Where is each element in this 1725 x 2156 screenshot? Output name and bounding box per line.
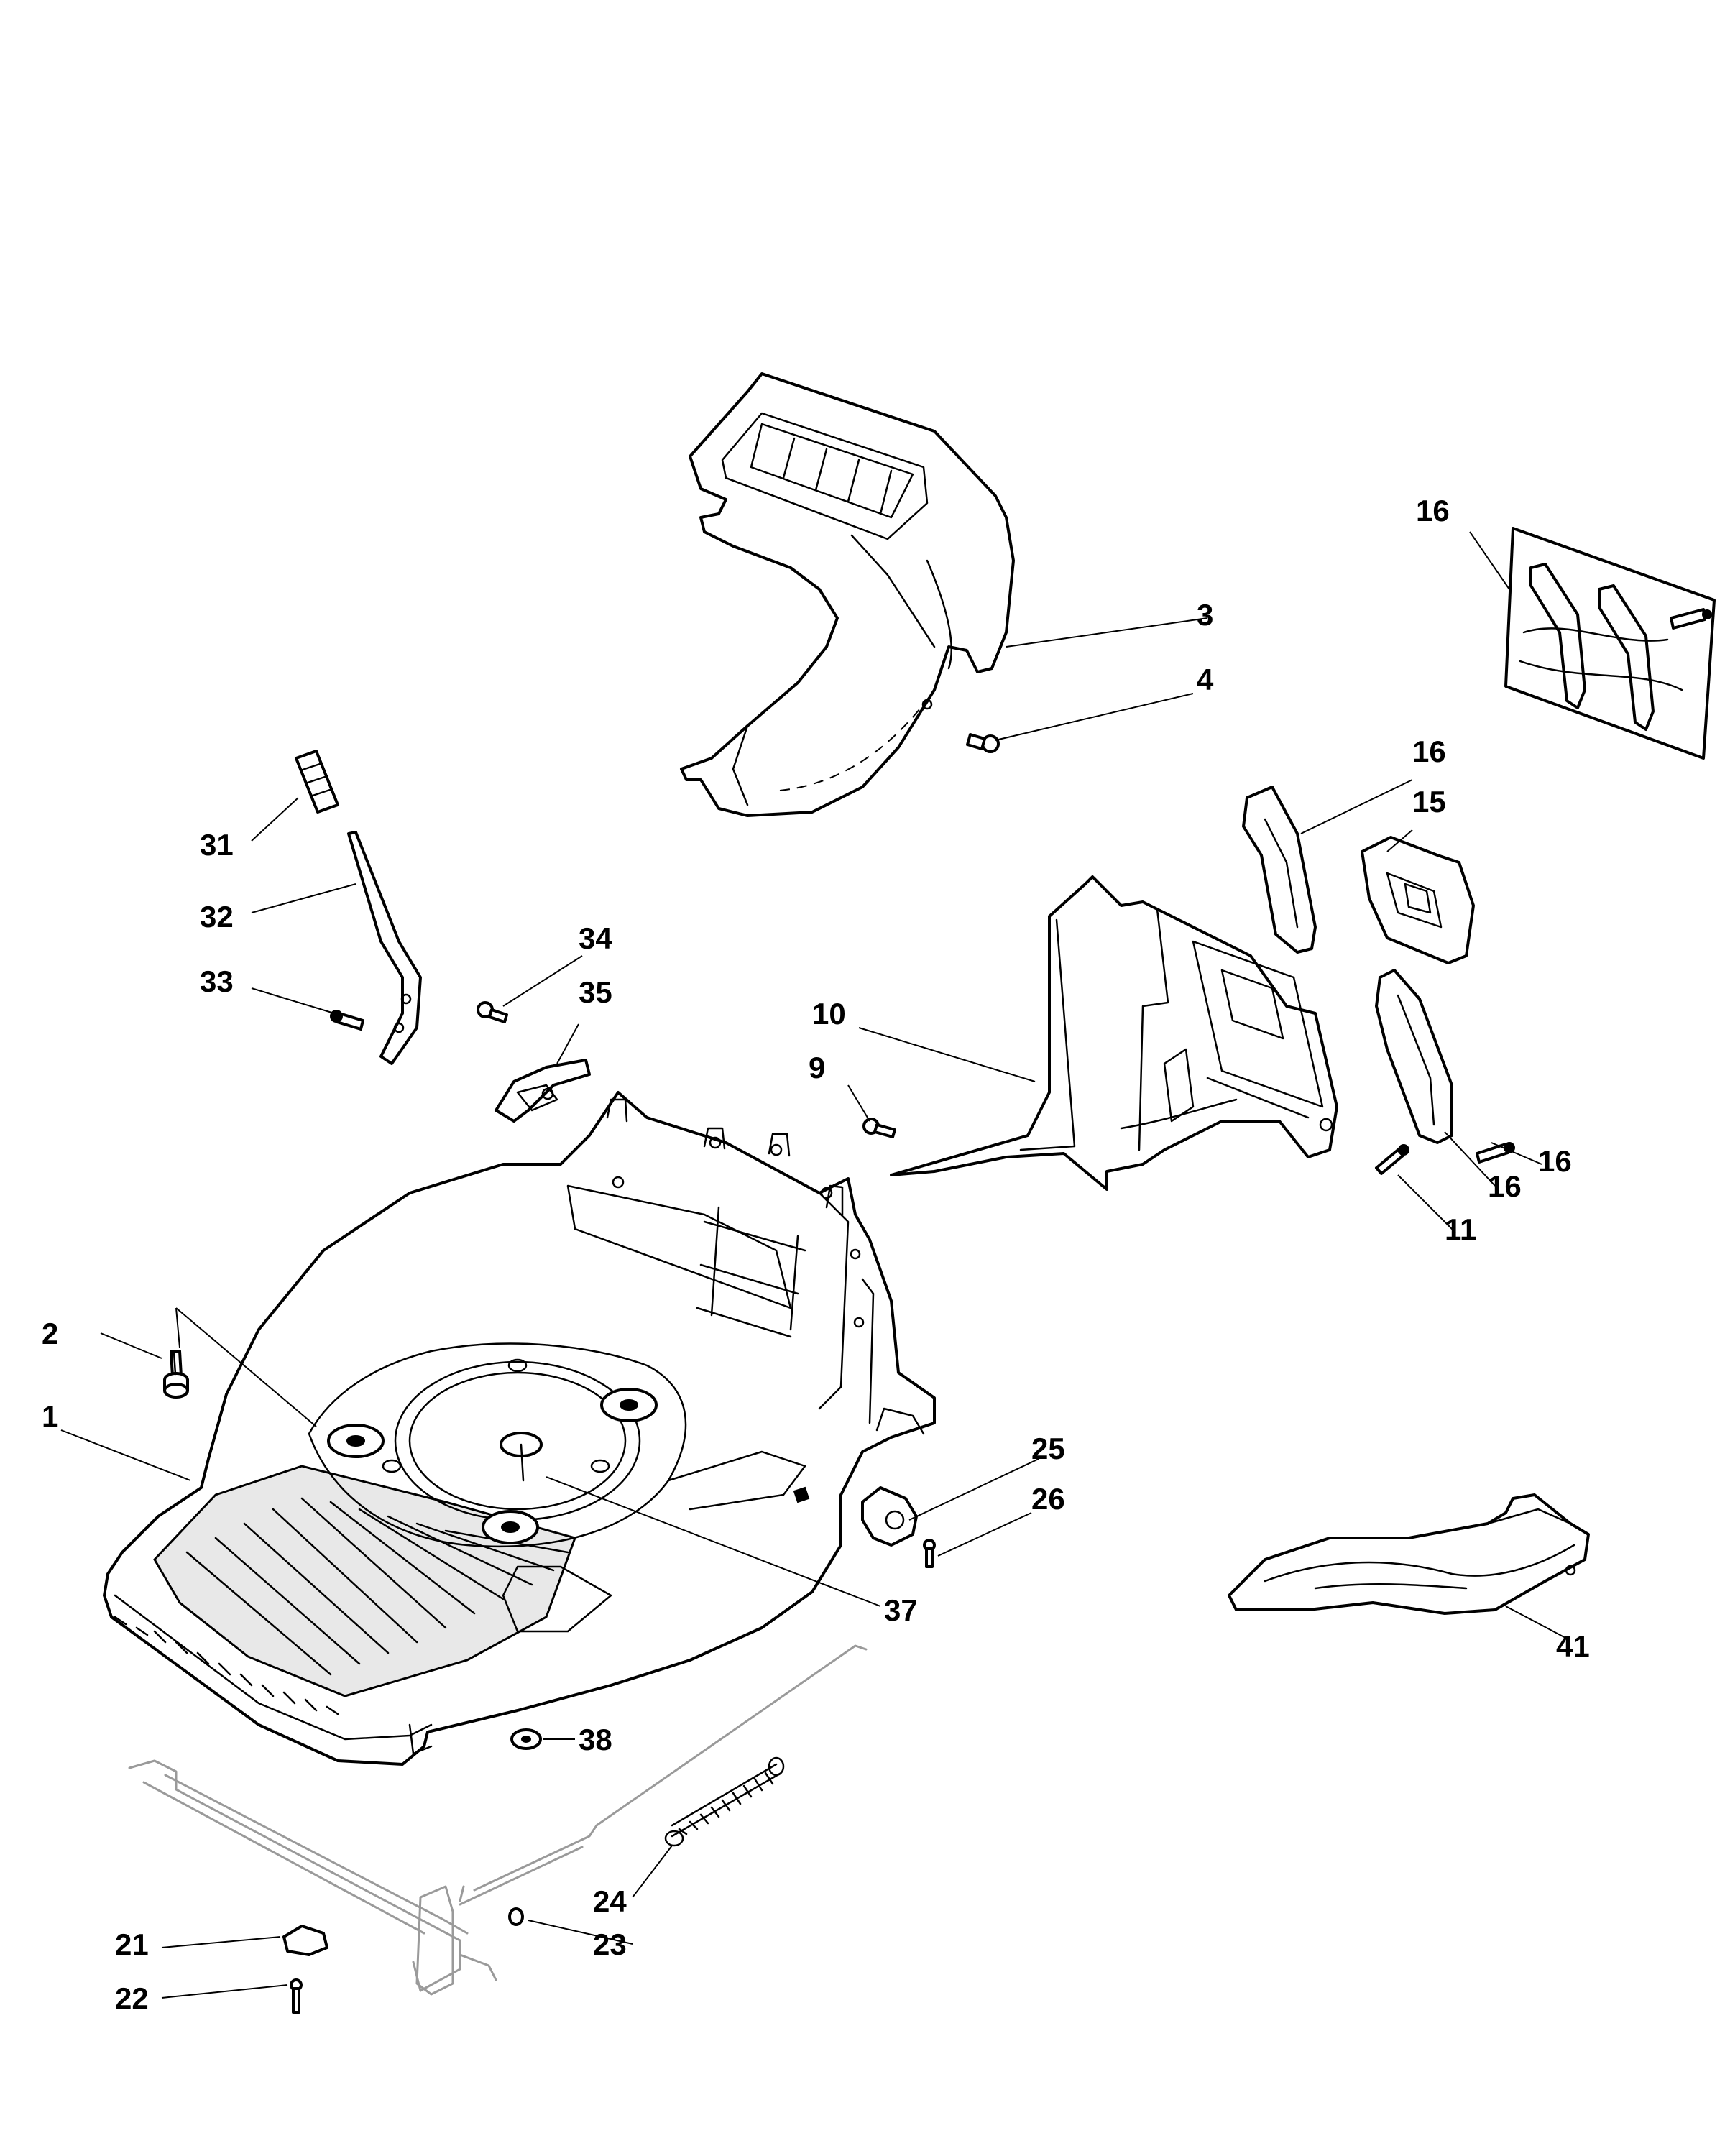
callout-35: 35 [579, 975, 612, 1009]
part-31-grip [295, 750, 339, 814]
part-3-rear-cover [680, 372, 1015, 817]
callout-23: 23 [593, 1927, 627, 1961]
callout-25: 25 [1031, 1432, 1065, 1465]
part-11-screw [1375, 1144, 1409, 1175]
part-15-holder [1361, 836, 1475, 964]
callout-16-mid: 16 [1412, 734, 1446, 768]
callout-26: 26 [1031, 1482, 1065, 1516]
callout-15: 15 [1412, 785, 1446, 819]
callout-38: 38 [579, 1723, 612, 1756]
part-16-bracket-upper [1242, 786, 1317, 954]
callout-11: 11 [1445, 1212, 1476, 1246]
callout-2: 2 [42, 1317, 58, 1350]
part-26-screw [923, 1539, 936, 1568]
part-22-screw [290, 1978, 303, 2014]
leader-lines [60, 531, 1568, 1999]
part-25-clip [861, 1486, 918, 1547]
part-16-bracket-set [1504, 527, 1716, 760]
part-34-screw [477, 1001, 508, 1023]
part-10-frame [890, 875, 1338, 1191]
callout-1: 1 [42, 1399, 58, 1433]
part-41-rear-flap [1228, 1493, 1590, 1615]
callout-4: 4 [1197, 663, 1214, 696]
callout-24: 24 [593, 1884, 627, 1918]
rear-axle-assembly [128, 1644, 868, 1996]
part-21-bracket [282, 1925, 328, 1956]
callout-10: 10 [812, 997, 846, 1031]
callout-16-low: 16 [1488, 1169, 1522, 1203]
callout-21: 21 [115, 1927, 149, 1961]
callout-3: 3 [1197, 598, 1213, 632]
callout-37: 37 [884, 1593, 918, 1627]
part-38-nut [510, 1728, 542, 1750]
callout-16-top: 16 [1416, 494, 1450, 528]
part-24-spring [664, 1756, 785, 1847]
part-9-screw [862, 1118, 896, 1138]
callout-9: 9 [809, 1051, 825, 1084]
part-2-bolt [163, 1350, 189, 1399]
part-35-guide [494, 1059, 591, 1123]
callout-16-right: 16 [1538, 1144, 1572, 1178]
callout-34: 34 [579, 921, 612, 955]
part-32-lever [347, 831, 422, 1065]
callout-33: 33 [200, 964, 234, 998]
callout-labels: 1 2 3 4 9 10 11 15 16 16 16 16 21 22 23 … [42, 494, 1590, 2015]
part-23-washer [508, 1907, 524, 1926]
part-33-bolt [330, 1010, 364, 1031]
callout-41: 41 [1556, 1629, 1590, 1663]
part-4-screw [966, 733, 1000, 753]
callout-32: 32 [200, 900, 234, 934]
part-1-deck [103, 1091, 936, 1766]
callout-22: 22 [115, 1981, 149, 2015]
callout-31: 31 [200, 828, 234, 862]
